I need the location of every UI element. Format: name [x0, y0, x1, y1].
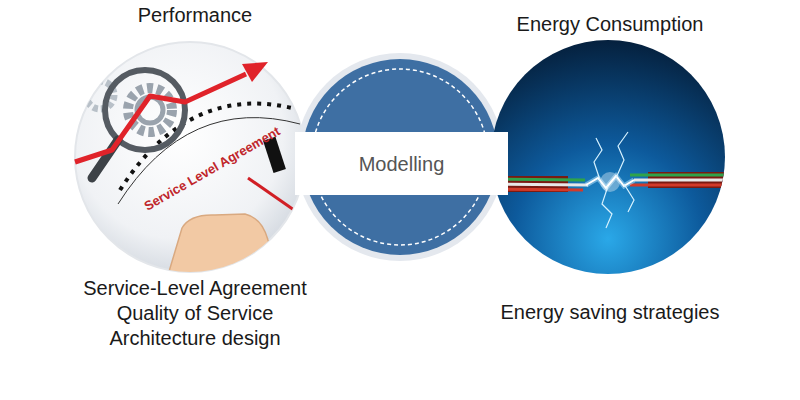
label-box: Modelling — [295, 132, 508, 195]
node-text: Architecture design — [60, 326, 330, 350]
node-text: Quality of Service — [60, 301, 330, 325]
circle-node: Energy ConsumptionEnergy saving strategi… — [475, 0, 745, 360]
energy-illustration — [480, 40, 740, 274]
node-text: Service-Level Agreement — [60, 276, 330, 300]
performance-illustration — [75, 42, 305, 275]
node-text: Energy saving strategies — [475, 300, 745, 324]
node-title: Energy Consumption — [475, 12, 745, 36]
node-title: Performance — [60, 3, 330, 27]
box-label: Modelling — [359, 152, 445, 176]
